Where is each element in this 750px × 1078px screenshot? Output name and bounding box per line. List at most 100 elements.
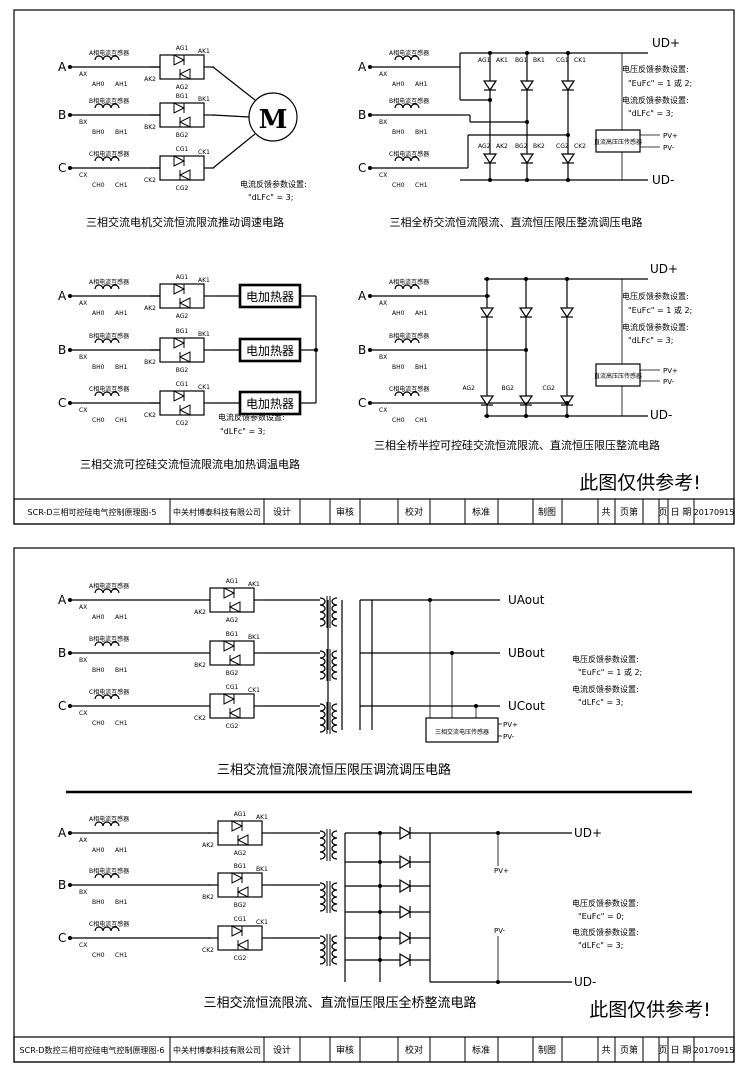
drawing-date: 20170915	[694, 508, 735, 517]
junction-dot	[68, 936, 72, 940]
phase-wire-label: BX	[379, 119, 387, 126]
phase-wire-label: CX	[79, 710, 87, 717]
scr-cathode-label: AK2	[496, 143, 508, 150]
full-bridge-current-note-value: "dLFc" = 3;	[578, 941, 623, 950]
scr-cathode-label: AK2	[144, 76, 156, 83]
diode-symbol	[399, 904, 412, 920]
junction-dot	[378, 831, 382, 835]
scr-gate-label: AG2	[176, 84, 189, 91]
ct-terminal-label: BH0	[92, 899, 105, 906]
half-bridge-current-note-title: 电流反馈参数设置:	[622, 322, 689, 332]
rectifier-ud-plus: UD+	[652, 36, 680, 50]
motor-output: M 电流反馈参数设置: "dLFc" = 3; 三相交流电机交流恒流限流推动调速…	[86, 66, 307, 229]
scr-cathode-label: CK2	[144, 177, 156, 184]
current-transformer-label: B相电流互感器	[389, 97, 429, 105]
current-transformer-label: C相电流互感器	[389, 385, 429, 393]
half-bridge-ud-minus: UD-	[650, 408, 672, 422]
junction-dot	[525, 120, 529, 124]
sheet-border	[13, 547, 735, 1063]
diode-symbol	[399, 825, 412, 841]
scr-cathode-label: AK2	[202, 842, 214, 849]
scr-gate-label: BG2	[176, 367, 189, 374]
scr-gate-label: AG2	[478, 143, 491, 150]
ct-terminal-label: AH0	[92, 310, 105, 317]
ct-terminal-label: CH0	[392, 417, 405, 424]
diode-symbol	[519, 80, 535, 92]
phase-wire-label: AX	[79, 71, 87, 78]
full-bridge-ud-minus: UD-	[574, 975, 596, 989]
page-label: 页	[658, 1045, 667, 1056]
phase-letter: C	[358, 161, 366, 175]
full-bridge-current-note-title: 电流反馈参数设置:	[572, 927, 639, 937]
scr-gate-label: AG1	[234, 811, 247, 818]
scr-reverse	[178, 68, 191, 80]
scr-reverse	[228, 654, 241, 666]
ct-terminal-label: CH0	[92, 417, 105, 424]
scr-gate-label: BG1	[515, 57, 528, 64]
scr-cathode-label: AK1	[198, 277, 210, 284]
scr-reverse	[236, 886, 249, 898]
scr-gate-label: CG2	[176, 185, 189, 192]
diode-symbol	[482, 80, 498, 92]
scr-reverse	[178, 404, 191, 416]
phase-wire-label: AX	[79, 837, 87, 844]
rectifier-pv-plus: PV+	[663, 132, 678, 140]
current-transformer-coil	[94, 338, 120, 344]
scr-cathode-label: CK1	[198, 149, 210, 156]
ct-terminal-label: CH1	[415, 182, 428, 189]
junction-dot	[368, 348, 372, 352]
transformer-secondary	[331, 830, 338, 860]
ct-terminal-label: CH0	[92, 952, 105, 959]
scr-cathode-label: BK1	[533, 57, 545, 64]
ct-terminal-label: CH0	[92, 720, 105, 727]
current-transformer-label: C相电流互感器	[89, 385, 129, 393]
ct-terminal-label: AH1	[115, 614, 128, 621]
heater-output: 电流反馈参数设置: "dLFc" = 3; 三相交流可控硅交流恒流限流电加热调温…	[80, 296, 318, 471]
junction-dot	[68, 401, 72, 405]
scr-gate-label: CG1	[234, 916, 247, 923]
transformer-primary	[319, 830, 326, 860]
current-transformer-label: B相电流互感器	[89, 867, 129, 875]
phase-letter: A	[58, 826, 67, 840]
page-label: 页	[658, 507, 667, 518]
half-bridge-output: UD+ UD- 直流高压压传感器 PV+ PV- 电压反馈参数设置: "EuFc…	[374, 262, 692, 452]
junction-dot	[368, 401, 372, 405]
junction-dot	[378, 958, 382, 962]
current-transformer-coil	[94, 926, 120, 932]
junction-dot	[368, 294, 372, 298]
ct-terminal-label: AH0	[92, 81, 105, 88]
junction-dot	[566, 133, 570, 137]
ac-voltage-sensor	[425, 717, 499, 743]
junction-dot	[68, 598, 72, 602]
scr-gate-label: CG2	[542, 385, 555, 392]
scr-cathode-label: CK1	[198, 384, 210, 391]
rectifier-pv-minus: PV-	[663, 144, 675, 152]
junction-dot	[368, 65, 372, 69]
junction-dot	[368, 166, 372, 170]
phase-wire-label: BX	[79, 889, 87, 896]
phase-wire-label: CX	[379, 407, 387, 414]
scr-forward	[223, 693, 236, 705]
ac-current-note-value: "dLFc" = 3;	[578, 698, 623, 707]
current-transformer-label: C相电流互感器	[89, 920, 129, 928]
current-transformer-coil	[94, 103, 120, 109]
current-transformer-label: A相电流互感器	[389, 49, 429, 57]
junction-dot	[68, 704, 72, 708]
scr-cathode-label: BK1	[256, 866, 268, 873]
ac-sensor-label: 三相交流电压传感器	[435, 728, 489, 736]
scr-gate-label: AG2	[176, 313, 189, 320]
current-transformer-label: C相电流互感器	[389, 150, 429, 158]
current-transformer-label: A相电流互感器	[89, 49, 129, 57]
full-bridge-voltage-note-value: "EuFc" = 0;	[578, 912, 624, 921]
ct-terminal-label: CH0	[392, 182, 405, 189]
current-transformer-label: B相电流互感器	[89, 635, 129, 643]
phase-letter: B	[58, 108, 66, 122]
full-bridge-ud-plus: UD+	[574, 826, 602, 840]
